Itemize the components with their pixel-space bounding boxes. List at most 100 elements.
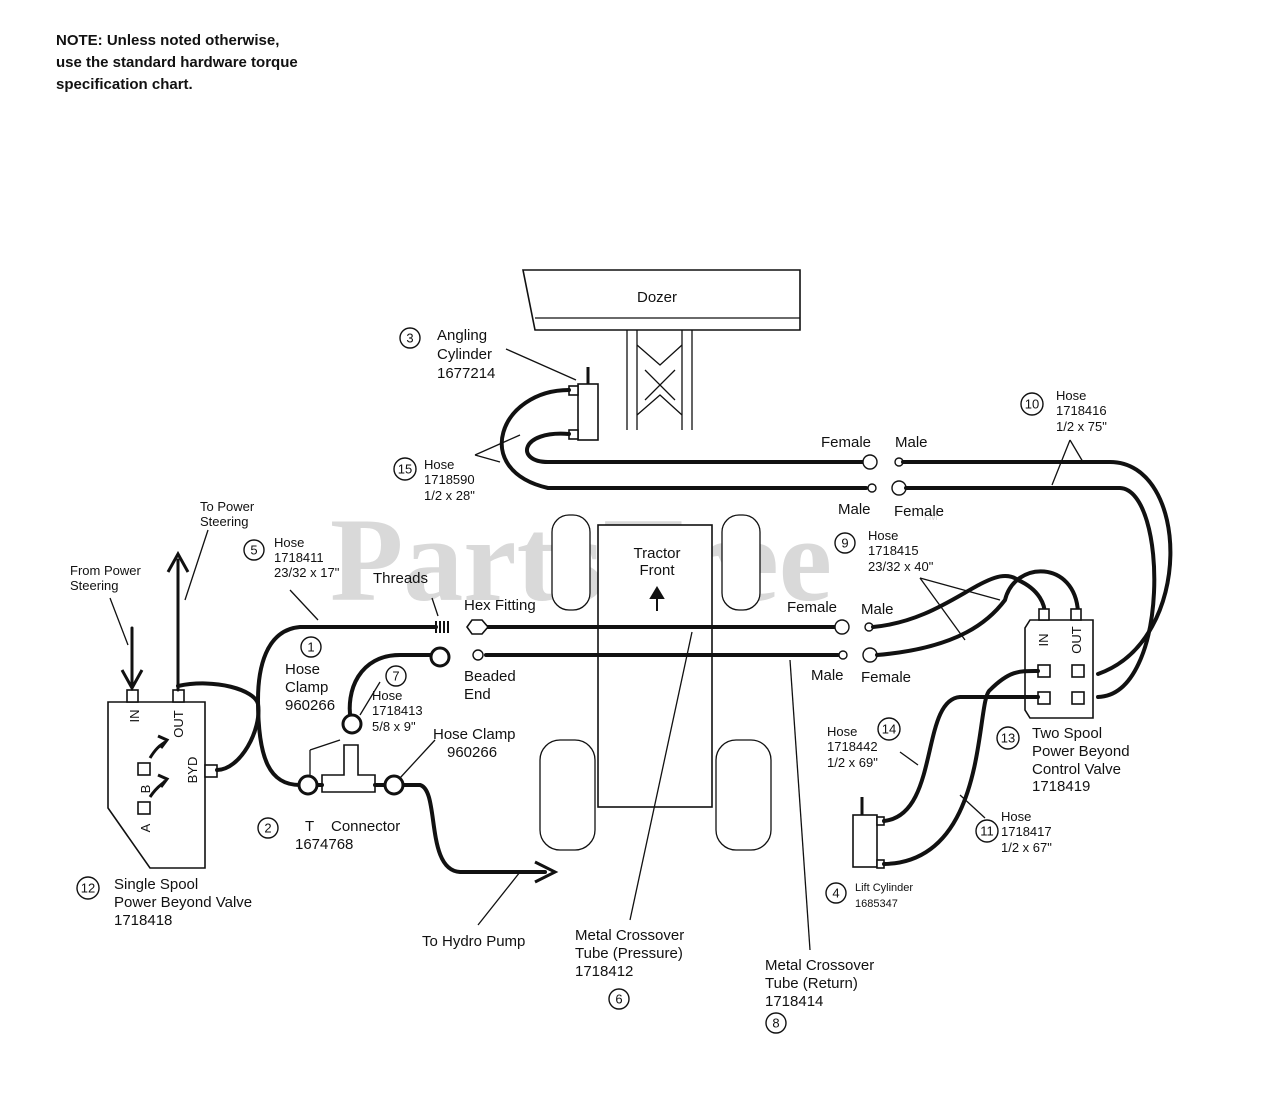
callout-14: 14: [877, 717, 901, 741]
svg-text:Hose: Hose: [868, 528, 898, 543]
callout-4: 4: [825, 882, 847, 904]
note-line-1: NOTE: Unless noted otherwise,: [56, 32, 280, 49]
dozer-blade: Dozer: [522, 269, 801, 331]
callout-13: 13: [996, 726, 1020, 750]
svg-text:1718412: 1718412: [575, 963, 633, 980]
tractor-body: Tractor Front: [597, 524, 713, 808]
angling-cylinder: [568, 367, 599, 441]
callout-7-text: Hose 1718413 5/8 x 9": [372, 688, 423, 734]
svg-text:6: 6: [615, 992, 622, 1007]
arrow-up-icon-steering: [166, 550, 190, 573]
callout-3: 3: [399, 327, 421, 349]
callout-9: 9: [834, 532, 856, 554]
callout-3-text: Angling Cylinder 1677214: [437, 327, 495, 382]
female-label-2: Female: [894, 503, 944, 520]
svg-text:960266: 960266: [285, 697, 335, 714]
svg-text:1/2 x 28": 1/2 x 28": [424, 488, 475, 503]
dozer-label: Dozer: [637, 289, 677, 306]
callout-12: 12: [76, 876, 100, 900]
svg-text:11: 11: [980, 824, 994, 839]
callout-8-text: Metal Crossover Tube (Return) 1718414: [765, 957, 874, 1010]
beaded-end-label-1: Beaded: [464, 668, 516, 685]
female-fitting-pressure: [834, 619, 850, 635]
female-fitting-lower: [891, 480, 907, 496]
svg-text:12: 12: [81, 881, 95, 896]
svg-text:Tube (Return): Tube (Return): [765, 975, 858, 992]
female-label-1: Female: [821, 434, 871, 451]
callout-11: 11: [975, 819, 999, 843]
from-power-steering-label-2: Steering: [70, 578, 118, 593]
svg-text:T: T: [305, 818, 314, 835]
note-line-3: specification chart.: [56, 76, 193, 93]
callout-15-text: Hose 1718590 1/2 x 28": [424, 457, 475, 503]
svg-text:1718411: 1718411: [274, 550, 324, 565]
male-label-1: Male: [895, 434, 928, 451]
svg-text:1718415: 1718415: [868, 543, 919, 558]
svg-text:4: 4: [832, 886, 839, 901]
arrow-right-icon: [534, 860, 559, 884]
hose-clamp-right: [383, 774, 405, 796]
female-label-4: Female: [861, 669, 911, 686]
callout-10-text: Hose 1718416 1/2 x 75": [1056, 388, 1107, 434]
two-spool-valve: IN OUT: [1024, 608, 1094, 719]
single-spool-b-label: B: [138, 785, 153, 794]
callout-7: 7: [385, 665, 407, 687]
callout-5: 5: [243, 539, 265, 561]
note-line-2: use the standard hardware torque: [56, 54, 298, 71]
svg-text:1/2 x 69": 1/2 x 69": [827, 755, 878, 770]
svg-text:1: 1: [307, 640, 314, 655]
svg-text:23/32 x 17": 23/32 x 17": [274, 565, 340, 580]
female-fitting-return: [862, 647, 878, 663]
svg-text:1/2 x 75": 1/2 x 75": [1056, 419, 1107, 434]
single-spool-a-label: A: [138, 823, 153, 832]
hex-fitting-label: Hex Fitting: [464, 597, 536, 614]
male-label-2: Male: [838, 501, 871, 518]
to-power-steering-label-2: Steering: [200, 514, 248, 529]
to-hydro-pump-label: To Hydro Pump: [422, 933, 525, 950]
callout-6-text: Metal Crossover Tube (Pressure) 1718412: [575, 927, 684, 980]
callout-15: 15: [393, 457, 417, 481]
callout-10: 10: [1020, 392, 1044, 416]
t-connector: [321, 744, 376, 793]
svg-text:1685347: 1685347: [855, 898, 898, 910]
leader-lines: [109, 348, 1084, 951]
tire-front-left: [551, 514, 591, 611]
hose-clamp-label-1: Hose Clamp: [433, 726, 516, 743]
callout-2-text: T Connector 1674768: [295, 818, 400, 853]
female-fitting-upper: [862, 454, 878, 470]
hose-clamp-left: [297, 774, 319, 796]
callout-8: 8: [765, 1012, 787, 1034]
beaded-end-label-2: End: [464, 686, 491, 703]
svg-text:Lift Cylinder: Lift Cylinder: [855, 882, 913, 894]
male-label-4: Male: [811, 667, 844, 684]
svg-text:Hose: Hose: [424, 457, 454, 472]
svg-text:1718590: 1718590: [424, 472, 475, 487]
svg-text:1718413: 1718413: [372, 703, 423, 718]
hose-clamp-middle: [341, 713, 363, 735]
svg-text:23/32 x 40": 23/32 x 40": [868, 559, 934, 574]
hose-clamp-upper: [429, 646, 451, 668]
svg-text:Power Beyond: Power Beyond: [1032, 743, 1130, 760]
svg-text:Metal Crossover: Metal Crossover: [765, 957, 874, 974]
to-power-steering-label-1: To Power: [200, 499, 255, 514]
tractor-label-1: Tractor: [634, 545, 681, 562]
note-text: NOTE: Unless noted otherwise, use the st…: [56, 30, 298, 96]
svg-text:Power Beyond Valve: Power Beyond Valve: [114, 894, 252, 911]
watermark-tm: TM: [922, 511, 938, 523]
hose-clamp-label-2: 960266: [447, 744, 497, 761]
two-spool-out-label: OUT: [1069, 626, 1084, 654]
svg-text:Metal Crossover: Metal Crossover: [575, 927, 684, 944]
callout-1-text: Hose Clamp 960266: [285, 661, 335, 714]
male-fitting-lower: [867, 483, 877, 493]
tire-rear-left: [539, 739, 596, 851]
callout-5-text: Hose 1718411 23/32 x 17": [274, 535, 340, 580]
svg-text:Hose: Hose: [1056, 388, 1086, 403]
svg-text:Single Spool: Single Spool: [114, 876, 198, 893]
svg-text:Control Valve: Control Valve: [1032, 761, 1121, 778]
svg-text:5/8 x 9": 5/8 x 9": [372, 719, 416, 734]
callout-9-text: Hose 1718415 23/32 x 40": [868, 528, 934, 574]
svg-text:14: 14: [882, 722, 896, 737]
tire-rear-right: [715, 739, 772, 851]
svg-text:7: 7: [392, 669, 399, 684]
svg-text:Cylinder: Cylinder: [437, 346, 492, 363]
